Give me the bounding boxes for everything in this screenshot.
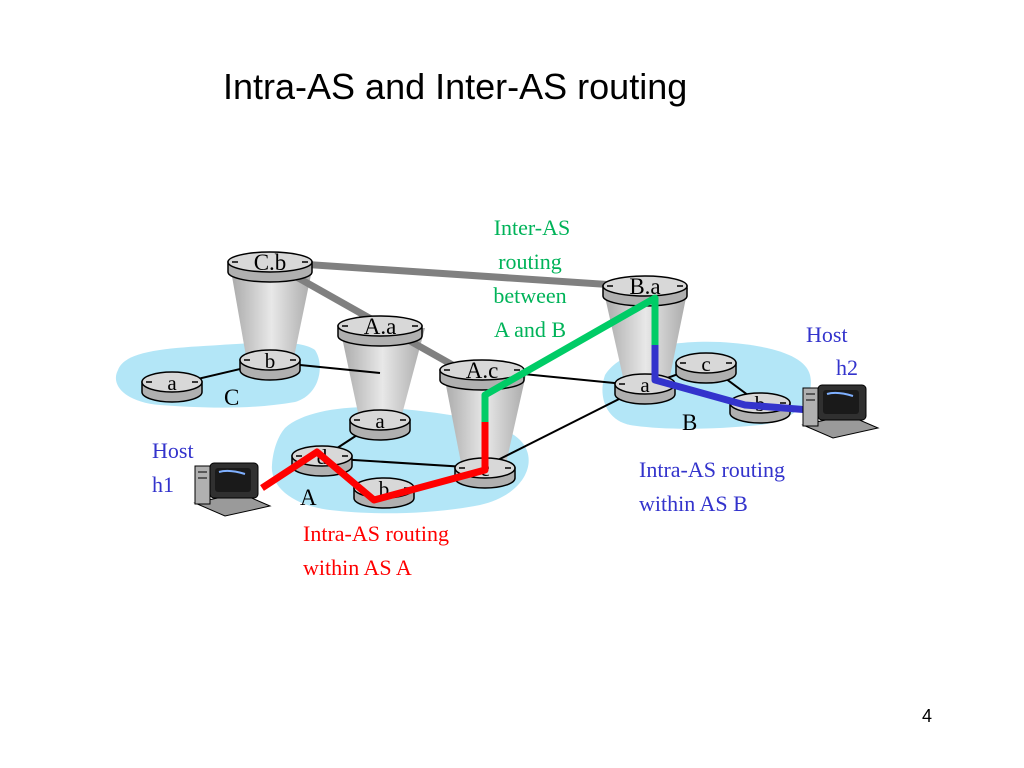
router-c-b: b — [239, 349, 301, 381]
as-label-c: C — [224, 385, 239, 410]
router-aa-label: A.a — [364, 314, 397, 339]
as-label-b: B — [682, 410, 697, 435]
host-h1-label-line2: h1 — [152, 472, 174, 497]
router-b-a: a — [614, 373, 676, 405]
inter-as-annotation: Inter-AS routing between A and B — [493, 215, 570, 342]
intra-b-annotation: Intra-AS routing within AS B — [639, 457, 785, 516]
gateway-cone-aa — [340, 328, 425, 422]
intra-as-path-b — [651, 345, 811, 414]
host-h2-label-line2: h2 — [836, 355, 858, 380]
intra-a-annotation-line1: Intra-AS routing — [303, 521, 449, 546]
router-b-a-label: a — [640, 373, 650, 397]
slide-number: 4 — [922, 706, 933, 726]
intra-a-annotation-line2: within AS A — [303, 555, 412, 580]
router-c-a: a — [141, 371, 203, 403]
intra-b-annotation-line1: Intra-AS routing — [639, 457, 785, 482]
slide-title: Intra-AS and Inter-AS routing — [223, 66, 688, 107]
host-h1-computer-icon — [193, 462, 272, 517]
intra-a-annotation: Intra-AS routing within AS A — [303, 521, 449, 580]
inter-as-annotation-line1: Inter-AS — [494, 215, 571, 240]
inter-as-annotation-line4: A and B — [494, 317, 566, 342]
router-ac-label: A.c — [466, 358, 499, 383]
gateway-cone-cb — [230, 265, 313, 362]
intra-b-annotation-line2: within AS B — [639, 491, 748, 516]
router-c-a-label: a — [167, 371, 177, 395]
router-ba: B.a — [602, 274, 688, 307]
router-a-b-label: b — [379, 477, 390, 501]
router-cb-label: C.b — [254, 250, 287, 275]
router-b-c: c — [675, 352, 737, 384]
intra-as-path-a — [260, 422, 489, 504]
inter-link-cb-ba — [269, 258, 646, 291]
inter-as-annotation-line3: between — [493, 283, 566, 308]
router-ac: A.c — [439, 358, 525, 391]
router-a-a: a — [349, 409, 411, 441]
as-label-a: A — [300, 485, 317, 510]
router-a-a-label: a — [375, 409, 385, 433]
router-c-b-label: b — [265, 349, 276, 373]
inter-as-path — [481, 294, 659, 422]
host-h2-label-line1: Host — [806, 322, 848, 347]
router-cb: C.b — [227, 250, 313, 283]
host-h2-computer-icon — [801, 384, 880, 439]
host-h1-label-line1: Host — [152, 438, 194, 463]
inter-as-annotation-line2: routing — [498, 249, 562, 274]
router-aa: A.a — [337, 314, 423, 347]
router-b-c-label: c — [701, 352, 710, 376]
